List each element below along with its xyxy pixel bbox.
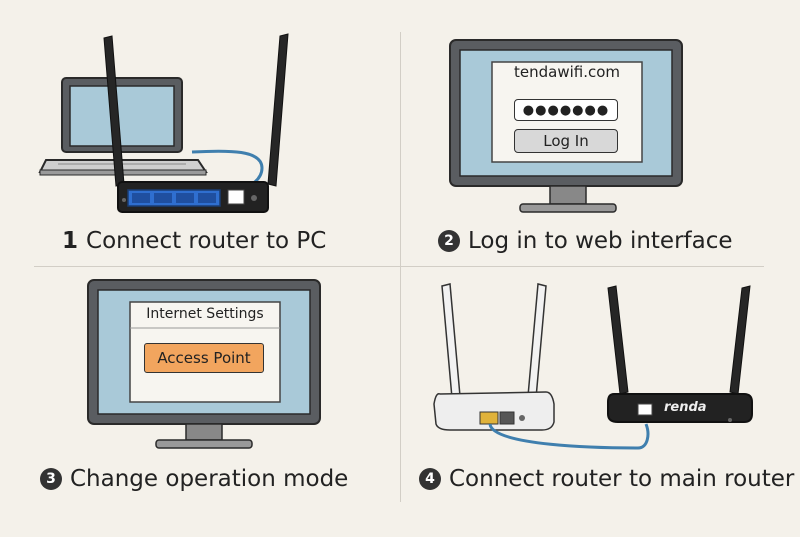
- step-3-number: 3: [40, 468, 62, 490]
- step-3-caption: 3 Change operation mode: [40, 466, 348, 492]
- horizontal-divider: [34, 266, 764, 267]
- step-4-panel: renda: [400, 266, 800, 533]
- vertical-divider: [400, 32, 401, 502]
- step-2-caption: 2 Log in to web interface: [438, 228, 733, 254]
- step-4-illustration: [433, 283, 753, 450]
- access-point-button[interactable]: Access Point: [144, 343, 264, 373]
- login-button[interactable]: Log In: [514, 129, 618, 153]
- router-icon: [433, 283, 555, 431]
- cable-icon: [488, 423, 650, 450]
- settings-title: Internet Settings: [146, 306, 264, 322]
- step-3-label: Change operation mode: [70, 466, 349, 492]
- step-4-caption: 4 Connect router to main router: [419, 466, 794, 492]
- step-2-number: 2: [438, 230, 460, 252]
- step-1-caption: 1 Connect router to PC: [62, 228, 326, 254]
- router-icon: [607, 285, 753, 423]
- step-1-number: 1: [62, 228, 79, 254]
- step-1-panel: [0, 0, 400, 266]
- step-2-label: Log in to web interface: [468, 228, 733, 254]
- url-text: tendawifi.com: [513, 63, 621, 81]
- password-field[interactable]: ●●●●●●●: [514, 99, 618, 121]
- step-4-number: 4: [419, 468, 441, 490]
- step-1-illustration: [38, 33, 289, 213]
- step-4-label: Connect router to main router: [449, 466, 795, 492]
- laptop-icon: [38, 77, 208, 176]
- step-3-panel: Internet Settings Access Point: [0, 266, 400, 533]
- router-brand-label: renda: [664, 400, 707, 415]
- step-1-label: Connect router to PC: [86, 228, 327, 254]
- router-icon: [103, 33, 289, 213]
- step-2-panel: tendawifi.com ●●●●●●● Log In: [400, 0, 800, 266]
